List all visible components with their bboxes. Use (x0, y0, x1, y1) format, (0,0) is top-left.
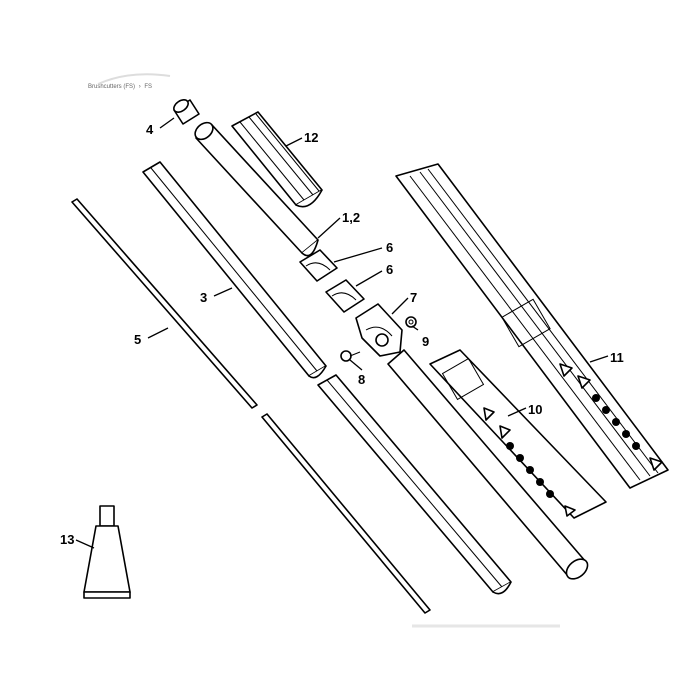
nut-part[interactable] (405, 316, 417, 328)
callout-13[interactable]: 13 (60, 532, 74, 547)
clamp-part-b[interactable] (325, 279, 365, 313)
callout-7[interactable]: 7 (410, 290, 417, 305)
breadcrumb: Brushcutters (FS) › FS (88, 84, 152, 90)
drive-tube-part[interactable] (387, 349, 591, 583)
warning-label-small-part[interactable] (429, 349, 607, 519)
callout-1-2[interactable]: 1,2 (342, 210, 360, 225)
cap-part[interactable] (172, 97, 200, 125)
callout-6-lower[interactable]: 6 (386, 262, 393, 277)
callout-6-upper[interactable]: 6 (386, 240, 393, 255)
callout-10[interactable]: 10 (528, 402, 542, 417)
liner-part[interactable] (142, 161, 512, 595)
screw-part[interactable] (340, 350, 361, 362)
callout-4[interactable]: 4 (146, 122, 154, 137)
callout-3[interactable]: 3 (200, 290, 207, 305)
header-swoosh (97, 73, 171, 85)
breadcrumb-item-fs[interactable]: FS (144, 84, 153, 90)
callout-8[interactable]: 8 (358, 372, 365, 387)
warning-label-large-part[interactable] (395, 163, 669, 489)
breadcrumb-item-brushcutters[interactable]: Brushcutters (FS) (88, 84, 136, 90)
handle-mount-part[interactable] (355, 303, 403, 357)
drive-shaft-part[interactable] (71, 198, 431, 614)
grease-tube-part[interactable] (83, 505, 131, 599)
clamp-part-a[interactable] (299, 249, 338, 282)
tube-part[interactable] (192, 119, 319, 257)
callout-5[interactable]: 5 (134, 332, 141, 347)
sleeve-part[interactable] (231, 111, 323, 208)
leader-lines (75, 117, 609, 549)
callout-11[interactable]: 11 (610, 350, 624, 365)
breadcrumb-separator: › (138, 84, 141, 90)
callout-9[interactable]: 9 (422, 334, 429, 349)
callout-12[interactable]: 12 (304, 130, 318, 145)
